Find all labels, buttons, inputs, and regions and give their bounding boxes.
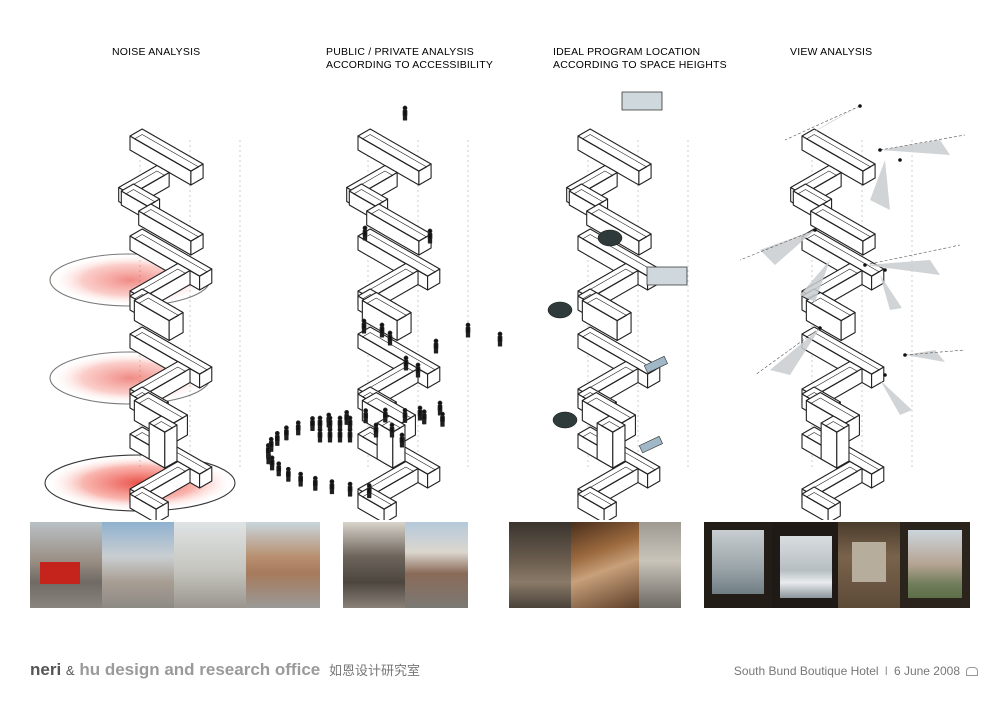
person-icon [285, 426, 289, 440]
person-icon [416, 363, 420, 377]
title-noise-analysis: NOISE ANALYSIS [112, 46, 200, 59]
person-icon [287, 467, 291, 481]
interior-photo [509, 522, 571, 608]
street-photo [174, 522, 246, 608]
person-icon [498, 332, 502, 346]
view-point [813, 228, 817, 232]
view-cone [905, 350, 945, 362]
window-view-photo [838, 522, 900, 608]
person-icon [363, 226, 367, 240]
seating-furniture [548, 302, 572, 318]
view-cone [880, 380, 912, 415]
person-icon [418, 406, 422, 420]
window-view-photo [704, 522, 772, 608]
axonometric-diagrams [0, 70, 1000, 520]
building-level [567, 129, 651, 220]
building-level [347, 129, 431, 220]
person-icon [466, 323, 470, 337]
person-icon [348, 428, 352, 442]
building-wing [597, 416, 625, 468]
person-icon [362, 319, 366, 333]
table-furniture [639, 436, 662, 453]
view-point [883, 373, 887, 377]
photo-strip-view [704, 522, 970, 608]
person-icon [367, 484, 371, 498]
street-photo [102, 522, 174, 608]
person-icon [380, 323, 384, 337]
bed-furniture [647, 267, 687, 285]
project-info: South Bund Boutique Hotel I 6 June 2008 [734, 664, 960, 678]
person-icon [338, 428, 342, 442]
view-cone [880, 275, 902, 310]
building-wing [149, 416, 177, 468]
person-icon [434, 339, 438, 353]
view-point [903, 353, 907, 357]
person-icon [269, 437, 273, 451]
office-name: neri & hu design and research office 如恩设… [30, 660, 420, 680]
building-level [791, 129, 875, 220]
bed-furniture [622, 92, 662, 110]
seating-furniture [553, 412, 577, 428]
building-level [802, 393, 884, 521]
building-level [119, 129, 203, 220]
person-icon [330, 480, 334, 494]
photo-strip-public [343, 522, 468, 608]
window-view-photo [772, 522, 838, 608]
person-icon [384, 408, 388, 422]
building-wing [821, 416, 849, 468]
person-icon [422, 410, 426, 424]
view-cone [880, 140, 950, 155]
person-icon [299, 472, 303, 486]
view-point [858, 104, 862, 108]
title-view-analysis: VIEW ANALYSIS [790, 46, 872, 59]
street-photo [246, 522, 320, 608]
separator: I [885, 664, 888, 678]
person-icon [276, 432, 280, 446]
view-point [863, 263, 867, 267]
view-point [878, 148, 882, 152]
view-point [898, 158, 902, 162]
person-icon [314, 476, 318, 490]
interior-photo [639, 522, 681, 608]
person-icon [428, 229, 432, 243]
project-name: South Bund Boutique Hotel [734, 664, 879, 678]
title-ideal-program-location: IDEAL PROGRAM LOCATION ACCORDING TO SPAC… [553, 46, 727, 72]
person-icon [311, 417, 315, 431]
building-level [578, 393, 660, 521]
person-icon [388, 331, 392, 345]
view-point [883, 268, 887, 272]
seating-furniture [598, 230, 622, 246]
view-point [818, 326, 822, 330]
window-view-photo [900, 522, 970, 608]
view-cone [800, 106, 860, 140]
person-icon [328, 428, 332, 442]
person-icon [404, 356, 408, 370]
person-icon [390, 423, 394, 437]
person-icon [364, 409, 368, 423]
person-icon [403, 409, 407, 423]
page-corner-icon [966, 667, 978, 676]
person-icon [318, 428, 322, 442]
alley-photo [405, 522, 468, 608]
person-icon [374, 423, 378, 437]
person-icon [441, 412, 445, 426]
person-icon [296, 421, 300, 435]
person-icon [403, 106, 407, 120]
person-icon [277, 462, 281, 476]
interior-photo [571, 522, 639, 608]
building-level [358, 393, 440, 521]
date: 6 June 2008 [894, 664, 960, 678]
street-photo [30, 522, 102, 608]
alley-photo [343, 522, 405, 608]
photo-strip-noise [30, 522, 320, 608]
person-icon [348, 482, 352, 496]
title-public-private-analysis: PUBLIC / PRIVATE ANALYSIS ACCORDING TO A… [326, 46, 493, 72]
person-icon [400, 433, 404, 447]
photo-strip-program [509, 522, 681, 608]
